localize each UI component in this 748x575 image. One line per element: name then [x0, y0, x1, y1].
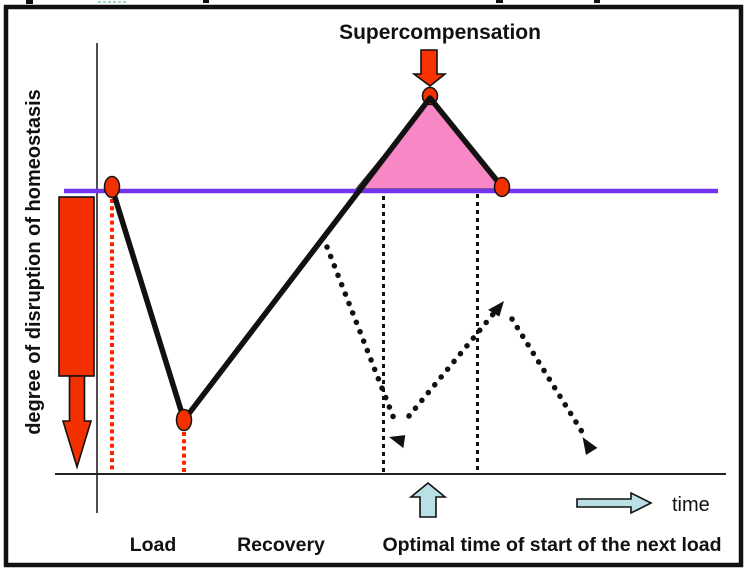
load-recovery-curve: [109, 95, 506, 423]
y-axis-label: degree of disruption of homeostasis: [23, 89, 45, 435]
cropped-caption-remnant: [26, 0, 600, 4]
x-axis-label: time: [672, 494, 710, 516]
curve-point-baseline-start: [103, 175, 121, 199]
curve-point-trough: [175, 408, 193, 432]
cyan-right-arrow-icon: [576, 491, 653, 515]
red-disruption-arrow-icon: [58, 196, 95, 470]
curve-point-baseline-return: [493, 176, 511, 198]
dotted-arrowhead-end-icon: [582, 437, 598, 455]
red-down-arrow-icon: [411, 49, 448, 88]
phase-label-load: Load: [130, 534, 177, 556]
phase-label-recovery: Recovery: [237, 534, 325, 556]
dotted-arrowhead-peak-icon: [488, 301, 504, 317]
phase-label-optimal-time: Optimal time of start of the next load: [382, 534, 721, 556]
cyan-up-arrow-icon: [408, 481, 448, 518]
dotted-arrowhead-trough-icon: [389, 435, 406, 449]
diagram-border-frame: [3, 4, 744, 568]
diagram-title: Supercompensation: [339, 21, 541, 44]
dotted-decline-curve: [324, 244, 587, 438]
